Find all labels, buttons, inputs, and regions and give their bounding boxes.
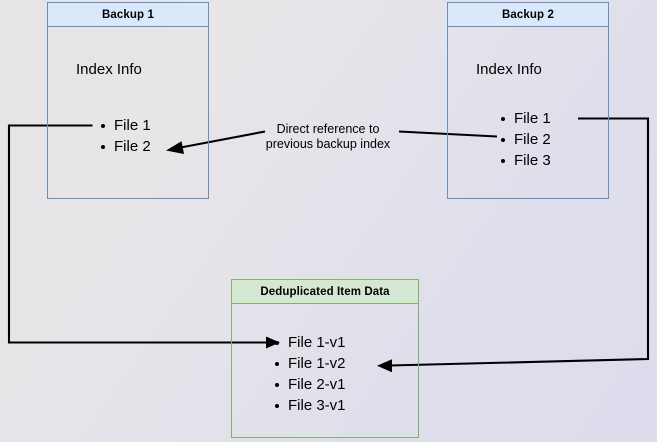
box-backup-2: Backup 2 Index Info File 1 File 2 File 3 (447, 2, 609, 199)
backup-1-file-list: File 1 File 2 (100, 115, 151, 157)
box-backup-2-header: Backup 2 (448, 3, 608, 27)
list-item: File 3-v1 (274, 395, 346, 416)
list-item: File 3 (500, 150, 551, 171)
box-deduplicated-item-data-body: File 1-v1 File 1-v2 File 2-v1 File 3-v1 (232, 304, 418, 437)
deduplicated-file-list: File 1-v1 File 1-v2 File 2-v1 File 3-v1 (274, 332, 346, 416)
box-backup-1: Backup 1 Index Info File 1 File 2 (47, 2, 209, 199)
list-item: File 2 (100, 136, 151, 157)
list-item: File 1 (500, 108, 551, 129)
backup-2-index-info-label: Index Info (476, 61, 542, 78)
box-deduplicated-item-data-header: Deduplicated Item Data (232, 280, 418, 304)
list-item: File 1-v1 (274, 332, 346, 353)
list-item: File 2 (500, 129, 551, 150)
list-item: File 1 (100, 115, 151, 136)
box-deduplicated-item-data: Deduplicated Item Data File 1-v1 File 1-… (231, 279, 419, 438)
backup-1-index-info-label: Index Info (76, 61, 142, 78)
annotation-direct-reference-line-1: Direct reference to (276, 122, 380, 136)
box-backup-1-header: Backup 1 (48, 3, 208, 27)
backup-2-file-list: File 1 File 2 File 3 (500, 108, 551, 171)
annotation-direct-reference: Direct reference to previous backup inde… (246, 122, 410, 152)
annotation-direct-reference-line-2: previous backup index (265, 137, 391, 151)
box-backup-1-body: Index Info File 1 File 2 (48, 27, 208, 198)
box-backup-2-body: Index Info File 1 File 2 File 3 (448, 27, 608, 198)
list-item: File 1-v2 (274, 353, 346, 374)
list-item: File 2-v1 (274, 374, 346, 395)
